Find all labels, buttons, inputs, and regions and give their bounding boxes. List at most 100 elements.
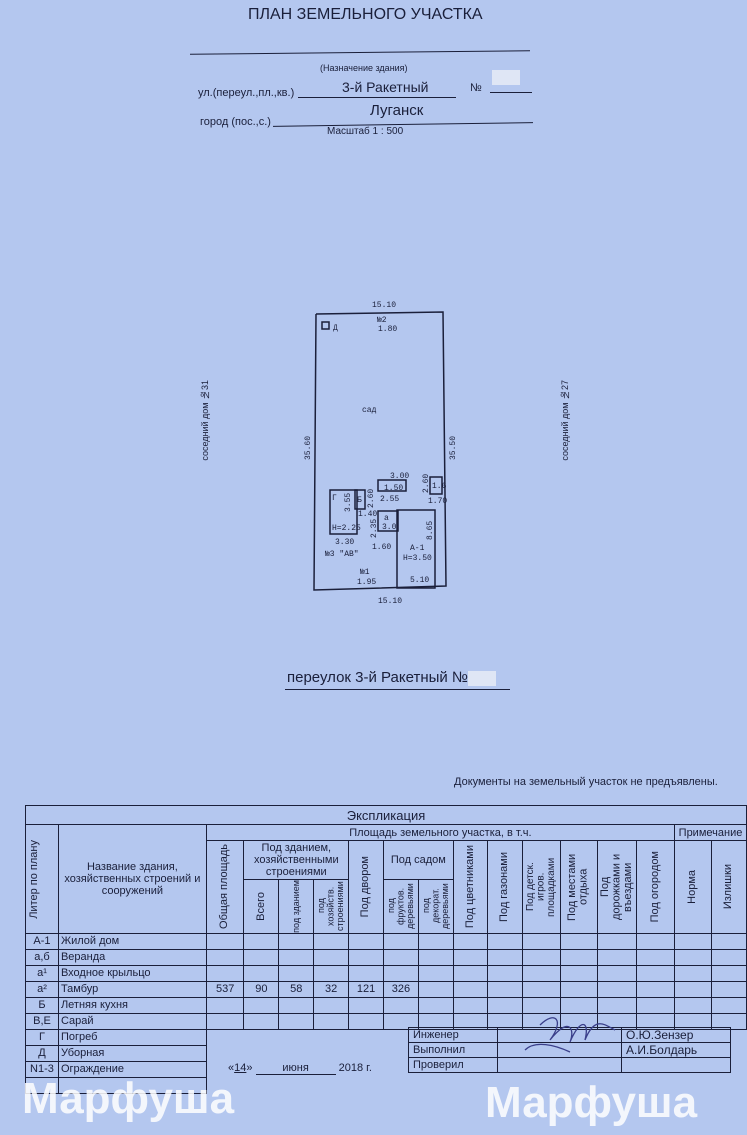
lit-av: №3 "АВ": [325, 550, 359, 559]
site-plan-drawing: 15.10 №2 1.80 Д сад 35.60 35.50 3.00 1.5…: [304, 301, 458, 606]
empty-cell: [382, 964, 419, 982]
empty-cell: [452, 964, 489, 982]
documents-note: Документы на земельный участок не предъя…: [454, 776, 718, 788]
number-line: [490, 92, 532, 93]
empty-cell: [710, 964, 747, 982]
page-title: ПЛАН ЗЕМЕЛЬНОГО УЧАСТКА: [248, 6, 483, 23]
area-header: Площадь земельного участка, в т.ч.: [205, 824, 675, 841]
row-litera: А-1: [25, 932, 59, 950]
empty-cell: [673, 948, 712, 966]
gate-n1: №1: [360, 568, 370, 577]
v-height: 2.60: [422, 474, 431, 493]
table-row: [25, 1076, 747, 1094]
row-name: Тамбур: [57, 980, 207, 998]
b-side: 2.60: [367, 489, 376, 508]
empty-cell: [452, 948, 489, 966]
empty-cell: [673, 980, 712, 998]
empty-cell: [673, 964, 712, 982]
lit-d: Д: [333, 324, 338, 333]
col-building: под зданием: [290, 880, 301, 933]
d-b: 1.40: [358, 510, 377, 519]
empty-cell: [205, 932, 245, 950]
row-litera: В,Е: [25, 1012, 59, 1030]
handwritten-signature: [524, 1017, 616, 1053]
empty-cell: [487, 948, 524, 966]
watermark-left: Марфуша: [22, 1074, 235, 1123]
empty-cell: [313, 996, 350, 1014]
empty-cell: [636, 964, 675, 982]
b-top: 3.55: [344, 493, 353, 512]
empty-cell: [278, 964, 315, 982]
empty-cell: [559, 932, 598, 950]
col-rest: Под местами отдыха: [566, 853, 590, 921]
empty-cell: [596, 980, 638, 998]
building-b: [329, 489, 358, 535]
empty-cell: [522, 948, 561, 966]
garden-label: сад: [362, 406, 377, 415]
building-b6: [354, 489, 366, 510]
empty-cell: [710, 948, 747, 966]
h-b: H=2.25: [332, 524, 361, 533]
col-playground: Под детск. игров. площадками: [524, 857, 557, 917]
col-paths: Под дорожками и въездами: [598, 853, 634, 920]
empty-cell: [278, 948, 315, 966]
empty-cell: [417, 932, 454, 950]
empty-cell: [452, 980, 489, 998]
col-lawns: Под газонами: [498, 851, 511, 922]
empty-cell: [278, 932, 315, 950]
col-decor: под декорат. деревьями: [420, 883, 450, 930]
w-a1: 5.10: [410, 576, 429, 585]
empty-cell: [243, 1012, 280, 1030]
empty-cell: [636, 932, 675, 950]
empty-cell: [313, 932, 350, 950]
empty-cell: [243, 964, 280, 982]
gap: 2.55: [380, 495, 399, 504]
col-yard: Под двором: [359, 856, 372, 918]
building-a: [377, 510, 399, 532]
value-total: 537: [205, 980, 245, 998]
empty-cell: [487, 980, 524, 998]
watermark-right: Марфуша: [485, 1078, 698, 1127]
date-year: 2018 г.: [338, 1062, 372, 1074]
empty-cell: [559, 964, 598, 982]
redacted-number: [492, 69, 520, 87]
explication-title: Экспликация: [25, 805, 747, 825]
empty-cell: [205, 964, 245, 982]
col-norm: Норма: [686, 869, 699, 904]
col-excess: Излишки: [722, 864, 735, 910]
row-litera: а²: [25, 980, 59, 998]
row-litera: Д: [25, 1044, 59, 1062]
empty-cell: [417, 948, 454, 966]
lit-g: Г: [332, 494, 337, 503]
e-width: 3.00: [390, 472, 409, 481]
empty-cell: [710, 980, 747, 998]
left-length: 35.60: [304, 436, 313, 460]
right-length: 35.50: [449, 436, 458, 460]
empty-cell: [417, 996, 454, 1014]
name-performer: А.И.Болдарь: [621, 1042, 731, 1058]
value-building: 58: [278, 980, 315, 998]
empty-cell: [243, 996, 280, 1014]
row-name: Уборная: [57, 1044, 207, 1062]
empty-cell: [313, 1012, 350, 1030]
empty-cell: [348, 1012, 384, 1030]
empty-cell: [636, 980, 675, 998]
empty-cell: [313, 948, 350, 966]
empty-cell: [636, 948, 675, 966]
date-day: 14: [234, 1062, 247, 1074]
depth2: 2.35: [370, 519, 379, 538]
col-vegetable: Под огородом: [648, 851, 661, 923]
a-value: 3.0: [382, 523, 397, 532]
row-litera: а¹: [25, 964, 59, 982]
h-a1: H=3.50: [403, 554, 432, 563]
role-performer: Выполнил: [408, 1042, 498, 1058]
a1-length: 1.60: [372, 543, 391, 552]
street-line: [298, 97, 456, 98]
date: «14» июня 2018 г.: [228, 1062, 372, 1075]
col-litera: Литер по плану: [27, 839, 40, 919]
city-label: город (пос.,с.): [200, 116, 271, 128]
